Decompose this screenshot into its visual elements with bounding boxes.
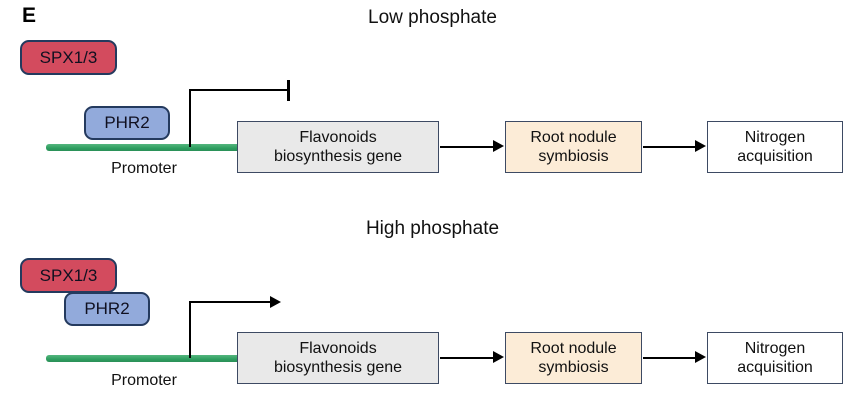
nitrogen-acquisition-label: Nitrogen acquisition xyxy=(737,339,813,376)
flavonoids-gene-box: Flavonoids biosynthesis gene xyxy=(237,121,439,173)
arrowhead-icon xyxy=(493,140,504,152)
arrow-horizontal-line xyxy=(189,301,271,303)
nitrogen-acquisition-label: Nitrogen acquisition xyxy=(737,128,813,165)
flavonoids-gene-label: Flavonoids biosynthesis gene xyxy=(273,339,403,376)
arrow-vertical-line xyxy=(189,301,191,358)
root-nodule-symbiosis-box: Root nodule symbiosis xyxy=(505,332,642,384)
phr2-protein-box: PHR2 xyxy=(84,106,170,140)
arrowhead-icon xyxy=(493,351,504,363)
panel-high-phosphate: High phosphate SPX1/3 PHR2 Promoter Flav… xyxy=(0,204,865,408)
arrow-line xyxy=(440,357,494,359)
phr2-protein-box: PHR2 xyxy=(64,292,150,326)
spx-protein-box: SPX1/3 xyxy=(20,40,117,75)
promoter-label: Promoter xyxy=(111,160,177,177)
flavonoids-gene-box: Flavonoids biosynthesis gene xyxy=(237,332,439,384)
nitrogen-acquisition-box: Nitrogen acquisition xyxy=(707,332,843,384)
repression-tbar xyxy=(287,80,290,101)
root-nodule-symbiosis-box: Root nodule symbiosis xyxy=(505,121,642,173)
promoter-line xyxy=(46,355,242,362)
spx-protein-box: SPX1/3 xyxy=(20,258,117,293)
flavonoids-gene-label: Flavonoids biosynthesis gene xyxy=(273,128,403,165)
arrow-line xyxy=(440,146,494,148)
spx-label: SPX1/3 xyxy=(39,47,98,67)
arrowhead-icon xyxy=(695,140,706,152)
nitrogen-acquisition-box: Nitrogen acquisition xyxy=(707,121,843,173)
phr2-label: PHR2 xyxy=(104,113,150,132)
arrowhead-icon xyxy=(270,295,281,308)
promoter-line xyxy=(46,144,242,151)
root-nodule-symbiosis-label: Root nodule symbiosis xyxy=(530,128,617,165)
arrow-line xyxy=(643,357,696,359)
panel-title: Low phosphate xyxy=(368,7,497,28)
arrow-horizontal-line xyxy=(189,89,288,91)
arrow-line xyxy=(643,146,696,148)
phr2-label: PHR2 xyxy=(84,299,130,318)
panel-title: High phosphate xyxy=(365,218,500,239)
panel-label: E xyxy=(22,4,37,27)
root-nodule-symbiosis-label: Root nodule symbiosis xyxy=(530,339,617,376)
spx-label: SPX1/3 xyxy=(39,265,98,285)
arrowhead-icon xyxy=(695,351,706,363)
promoter-label: Promoter xyxy=(111,372,177,389)
panel-low-phosphate: Low phosphate SPX1/3 PHR2 Promoter Flavo… xyxy=(20,7,843,177)
arrow-vertical-line xyxy=(189,89,191,147)
